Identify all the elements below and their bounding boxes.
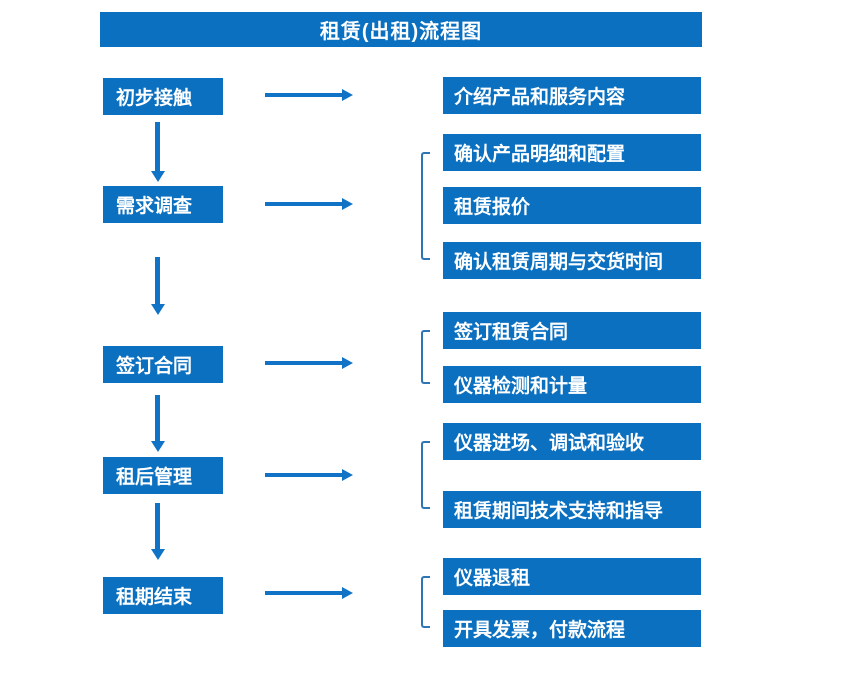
output-box-rental-quote: 租赁报价 (443, 187, 701, 224)
arrow-stem (265, 473, 344, 477)
output-box-instrument-entry: 仪器进场、调试和验收 (443, 423, 701, 460)
arrow-stem (265, 93, 344, 97)
flowchart-title: 租赁(出租)流程图 (100, 12, 702, 47)
down-arrow-icon (150, 503, 165, 560)
output-box-instrument-return: 仪器退租 (443, 558, 701, 595)
group-bracket (421, 576, 430, 628)
arrow-head (150, 441, 165, 452)
group-bracket (421, 441, 430, 509)
arrow-stem (155, 503, 160, 549)
output-box-confirm-product-detail: 确认产品明细和配置 (443, 134, 701, 171)
output-box-sign-rental-contract: 签订租赁合同 (443, 312, 701, 349)
right-arrow-icon (265, 469, 353, 481)
arrow-head (342, 469, 353, 481)
arrow-stem (265, 361, 344, 365)
stage-box-demand-survey: 需求调查 (103, 186, 223, 223)
right-arrow-icon (265, 198, 353, 210)
arrow-stem (265, 591, 344, 595)
arrow-head (342, 198, 353, 210)
right-arrow-icon (265, 587, 353, 599)
arrow-head (150, 549, 165, 560)
stage-box-initial-contact: 初步接触 (103, 78, 223, 115)
arrow-head (150, 171, 165, 182)
arrow-head (342, 89, 353, 101)
arrow-stem (155, 122, 160, 171)
arrow-head (150, 304, 165, 315)
stage-box-rental-end: 租期结束 (103, 577, 223, 614)
down-arrow-icon (150, 122, 165, 182)
arrow-stem (155, 395, 160, 441)
output-box-introduce-products: 介绍产品和服务内容 (443, 77, 701, 114)
down-arrow-icon (150, 395, 165, 452)
down-arrow-icon (150, 257, 165, 315)
output-box-tech-support: 租赁期间技术支持和指导 (443, 491, 701, 528)
output-box-instrument-test: 仪器检测和计量 (443, 366, 701, 403)
group-bracket (421, 152, 430, 260)
arrow-head (342, 357, 353, 369)
right-arrow-icon (265, 357, 353, 369)
right-arrow-icon (265, 89, 353, 101)
stage-box-sign-contract: 签订合同 (103, 346, 223, 383)
output-box-invoice-payment: 开具发票，付款流程 (443, 610, 701, 647)
arrow-head (342, 587, 353, 599)
output-box-confirm-period-delivery: 确认租赁周期与交货时间 (443, 242, 701, 279)
group-bracket (421, 330, 430, 384)
arrow-stem (265, 202, 344, 206)
stage-box-post-rental: 租后管理 (103, 457, 223, 494)
arrow-stem (155, 257, 160, 304)
